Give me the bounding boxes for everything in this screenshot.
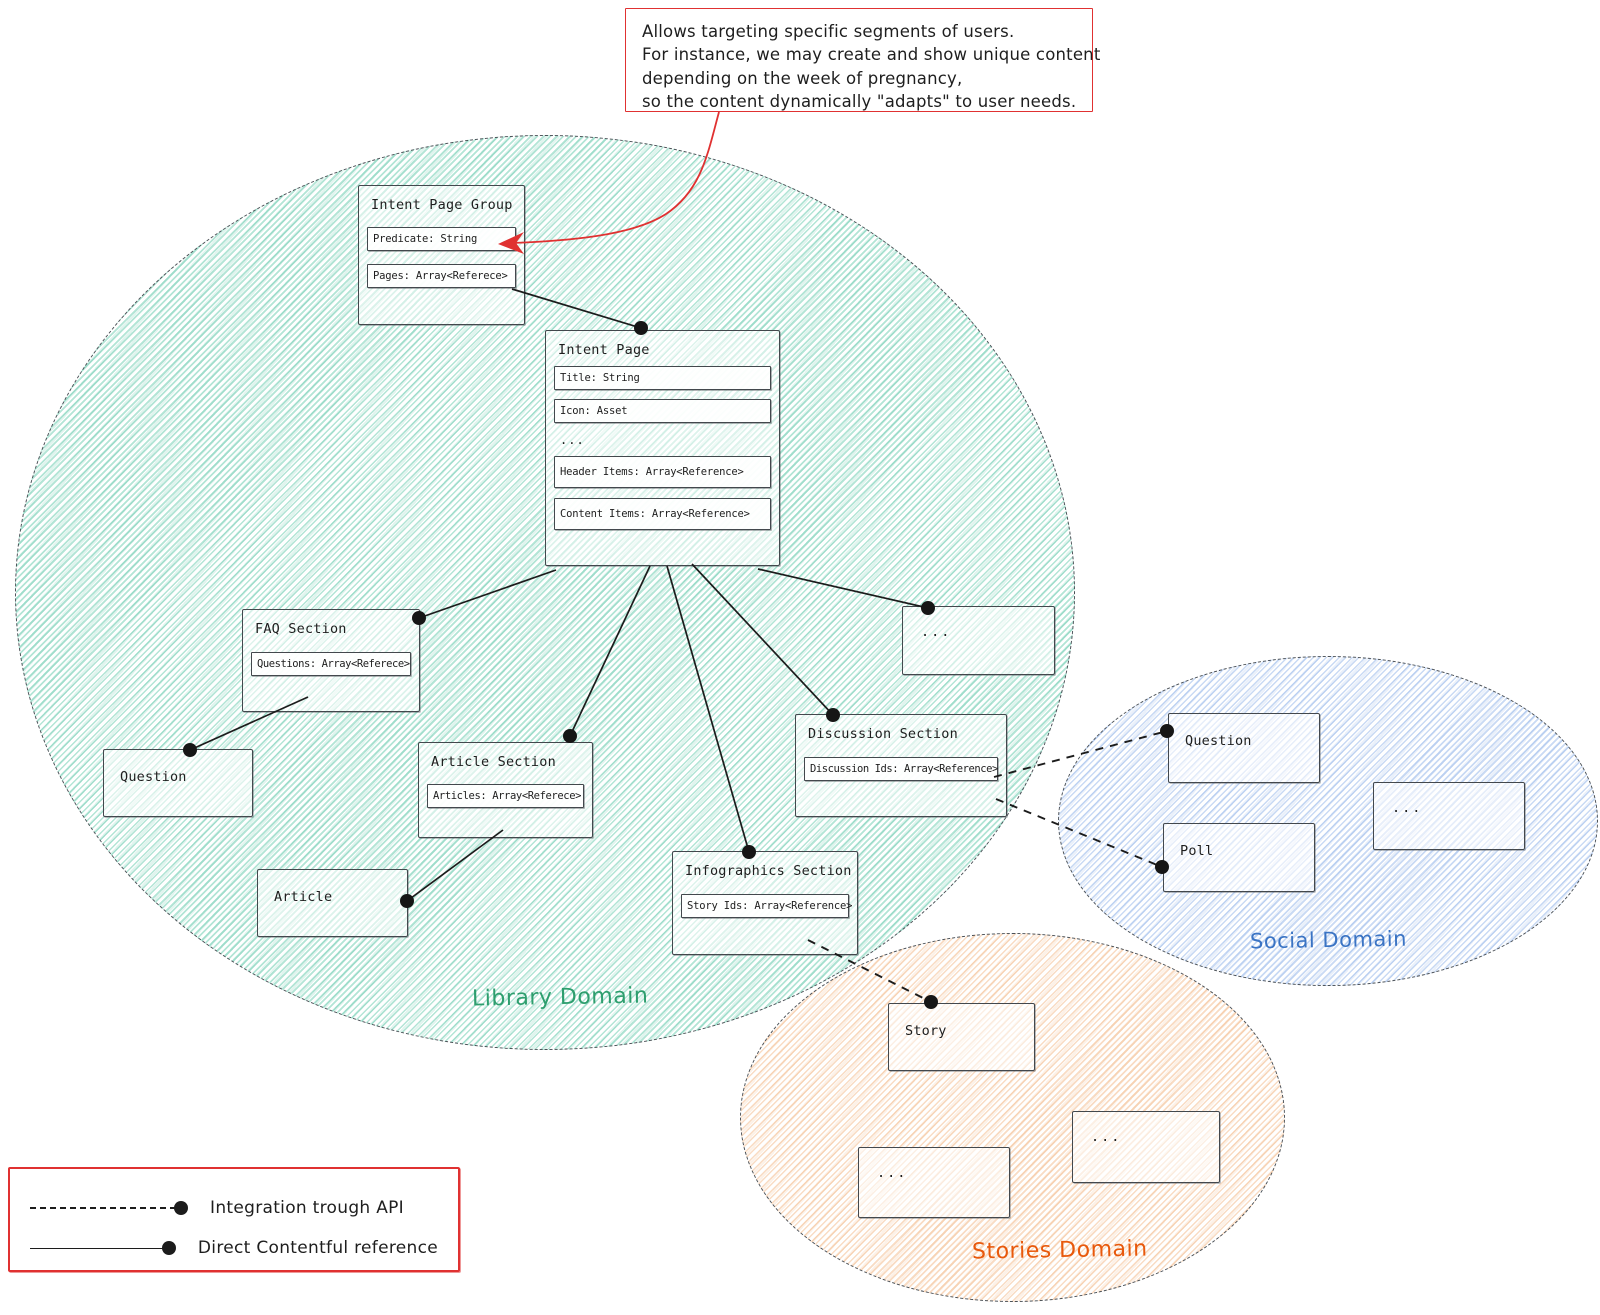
entity-article-section: Article Section Articles: Array<Referece… [418, 742, 593, 838]
entity-article: Article [257, 869, 408, 937]
entity-intent-page: Intent Page Title: String Icon: Asset ..… [545, 330, 780, 566]
entity-title: ... [1091, 1129, 1122, 1145]
entity-field: Title: String [554, 366, 771, 390]
legend-box: Integration trough API Direct Contentful… [8, 1167, 460, 1272]
legend-label: Integration trough API [210, 1198, 404, 1218]
annotation-line: so the content dynamically "adapts" to u… [642, 92, 1077, 112]
entity-stories-more-2: ... [1072, 1111, 1220, 1183]
entity-title: Question [120, 769, 187, 785]
solid-line-sample [30, 1247, 164, 1249]
stories-domain-label: Stories Domain [971, 1236, 1148, 1265]
entity-intent-page-group: Intent Page Group Predicate: String Page… [358, 185, 525, 325]
entity-library-more: ... [902, 606, 1055, 675]
entity-title: Article [274, 889, 333, 905]
entity-field: Content Items: Array<Reference> [554, 498, 771, 530]
entity-title: ... [1392, 800, 1423, 816]
library-domain-label: Library Domain [471, 983, 649, 1012]
entity-title: Intent Page Group [371, 197, 513, 213]
annotation-note: Allows targeting specific segments of us… [625, 8, 1101, 112]
entity-field: Pages: Array<Referece> [367, 264, 516, 288]
entity-question: Question [103, 749, 253, 817]
library-domain-region [15, 135, 1075, 1050]
legend-label: Direct Contentful reference [197, 1238, 438, 1258]
entity-field: Icon: Asset [554, 399, 771, 423]
entity-stories-more-1: ... [858, 1147, 1010, 1218]
entity-title: Article Section [431, 754, 556, 770]
annotation-line: For instance, we may create and show uni… [642, 45, 1101, 65]
legend-row-api: Integration trough API [30, 1195, 438, 1221]
entity-field: Predicate: String [367, 227, 516, 251]
entity-field-ellipsis: ... [560, 433, 585, 447]
entity-title: FAQ Section [255, 621, 347, 637]
entity-title: Discussion Section [808, 726, 958, 742]
entity-field: Header Items: Array<Reference> [554, 456, 771, 488]
entity-title: ... [921, 624, 952, 640]
entity-field: Story Ids: Array<Reference> [681, 894, 852, 918]
entity-title: Story [905, 1023, 947, 1039]
entity-social-more: ... [1373, 782, 1525, 850]
entity-title: Question [1185, 733, 1252, 749]
entity-title: Intent Page [558, 342, 650, 358]
annotation-line: depending on the week of pregnancy, [642, 68, 963, 88]
entity-title: Poll [1180, 843, 1214, 859]
entity-field: Questions: Array<Referece> [251, 652, 411, 676]
legend-row-contentful: Direct Contentful reference [30, 1235, 438, 1261]
entity-title: ... [877, 1165, 908, 1181]
entity-discussion-section: Discussion Section Discussion Ids: Array… [795, 714, 1007, 817]
entity-infographics-section: Infographics Section Story Ids: Array<Re… [672, 851, 858, 955]
entity-field: Discussion Ids: Array<Reference> [804, 757, 998, 781]
entity-social-poll: Poll [1163, 823, 1315, 892]
dashed-line-sample [30, 1207, 176, 1209]
entity-faq-section: FAQ Section Questions: Array<Referece> [242, 609, 420, 712]
reference-dot-icon [161, 1241, 176, 1255]
annotation-line: Allows targeting specific segments of us… [642, 22, 1015, 41]
reference-dot-icon [174, 1201, 188, 1215]
social-domain-label: Social Domain [1249, 926, 1408, 954]
entity-story: Story [888, 1003, 1035, 1071]
entity-social-question: Question [1168, 713, 1320, 783]
entity-field: Articles: Array<Referece> [427, 784, 584, 808]
entity-title: Infographics Section [685, 863, 852, 879]
